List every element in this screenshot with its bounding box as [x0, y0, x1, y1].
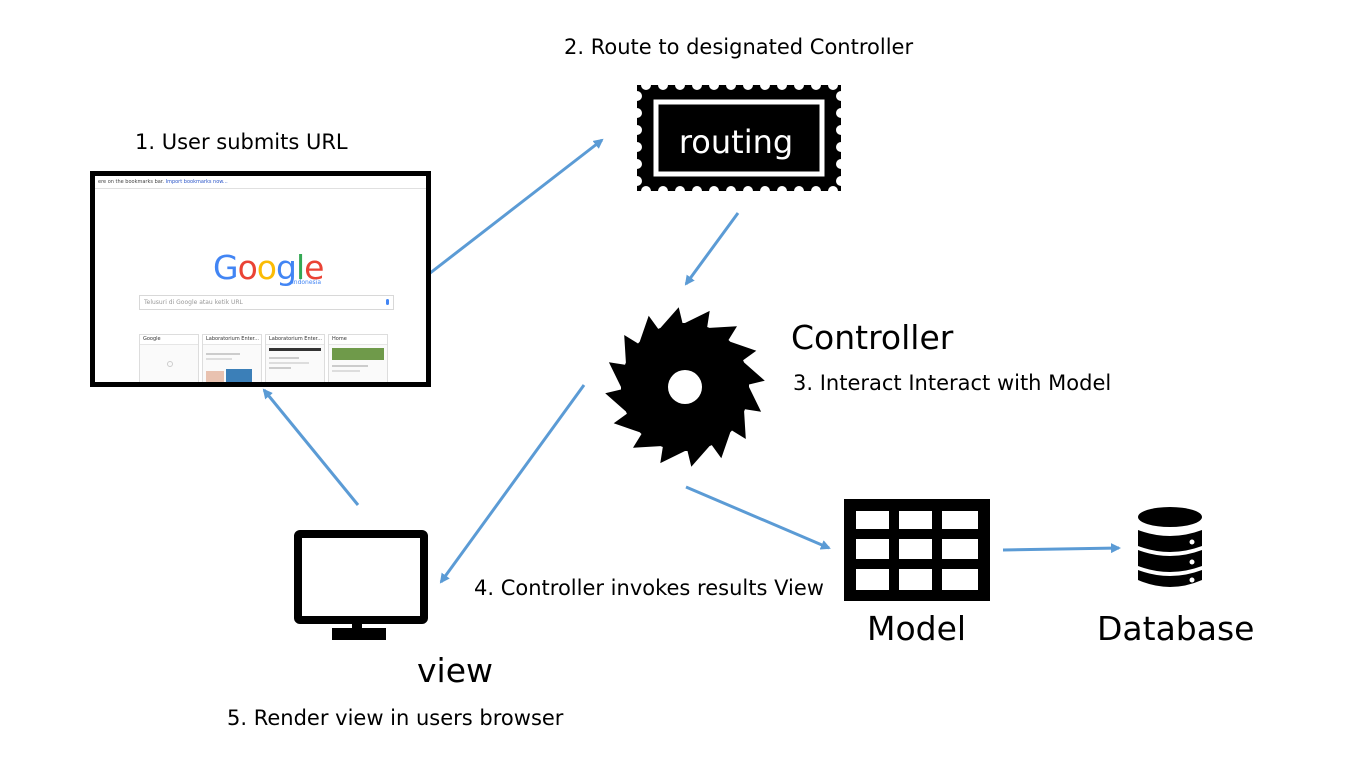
routing-label: routing: [678, 123, 794, 161]
table-grid-icon: [844, 499, 990, 601]
google-search-box: Telusuri di Google atau ketik URL: [139, 295, 394, 310]
step-4-label: 4. Controller invokes results View: [474, 576, 824, 600]
arrow-routing-to-controller: [684, 212, 740, 286]
google-logo-subtitle: Indonesia: [292, 279, 322, 286]
tile-preview: [206, 347, 258, 382]
arrow-controller-to-model: [685, 485, 831, 550]
browser-window-icon: ere on the bookmarks bar. Import bookmar…: [90, 171, 431, 387]
logo-letter: e: [304, 248, 324, 287]
bookmarks-bar: ere on the bookmarks bar. Import bookmar…: [95, 176, 426, 189]
logo-letter: l: [295, 248, 305, 287]
thumbnail-tile: Laboratorium Enter...: [265, 334, 325, 382]
gear-icon: [605, 307, 765, 467]
step-1-label: 1. User submits URL: [135, 130, 348, 154]
step-5-label: 5. Render view in users browser: [227, 706, 564, 730]
logo-letter: G: [213, 248, 239, 287]
tile-preview: [332, 347, 384, 382]
monitor-stand: [352, 622, 362, 631]
tile-title: Laboratorium Enter...: [203, 335, 261, 345]
search-placeholder: Telusuri di Google atau ketik URL: [144, 299, 243, 306]
database-label: Database: [1097, 609, 1255, 648]
tile-title: Home: [329, 335, 387, 345]
arrow-model-to-database: [1002, 543, 1121, 554]
arrow-controller-to-view: [439, 384, 586, 584]
thumbnail-tile: Google: [139, 334, 199, 382]
model-label: Model: [867, 609, 967, 648]
monitor-icon: [294, 530, 428, 624]
database-icon: [1138, 507, 1202, 587]
step-3-label: 3. Interact Interact with Model: [793, 371, 1112, 395]
import-bookmarks-link: Import bookmarks now...: [165, 179, 228, 185]
controller-label: Controller: [791, 318, 954, 357]
monitor-base: [332, 628, 386, 640]
microphone-icon: [386, 299, 389, 305]
tile-preview: [269, 347, 321, 382]
google-logo: Google: [213, 248, 324, 287]
tile-preview: [143, 347, 195, 382]
arrow-browser-to-routing: [424, 138, 604, 279]
tile-title: Laboratorium Enter...: [266, 335, 324, 345]
step-2-label: 2. Route to designated Controller: [564, 35, 914, 59]
bookmarks-bar-text: ere on the bookmarks bar.: [98, 179, 164, 185]
logo-letter: o: [237, 248, 258, 287]
logo-letter: g: [275, 248, 297, 287]
logo-letter: o: [256, 248, 277, 287]
tile-title: Google: [140, 335, 198, 345]
thumbnail-tile: Home: [328, 334, 388, 382]
view-label: view: [417, 651, 493, 690]
arrow-view-to-browser: [262, 388, 360, 506]
thumbnail-tile: Laboratorium Enter...: [202, 334, 262, 382]
routing-stamp-icon: [634, 82, 844, 194]
